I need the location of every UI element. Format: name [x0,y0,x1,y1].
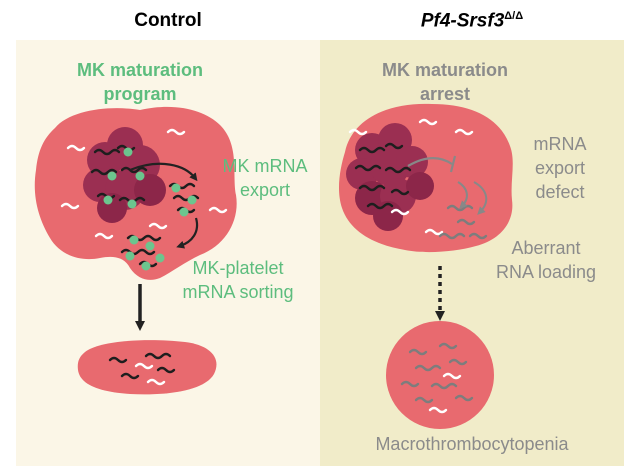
export-defect-line2: export [534,158,586,178]
mutant-nuclear-mrna [354,142,412,210]
grey-arrow-2 [473,181,488,215]
control-cytoplasm-rna [60,128,228,240]
macro-platelet-mrna [400,342,474,404]
program-title-line2: program [103,84,177,104]
aberrant-loading-line2: RNA loading [495,262,597,282]
platelet-mrna [108,352,176,380]
mutant-cytoplasm-rna [348,118,474,236]
inhibition-bar [449,155,457,173]
export-defect-line3: defect [535,182,585,202]
sorting-label: MK-platelet mRNA sorting [168,256,308,304]
platelet-white-rna [134,362,166,386]
program-title: MK maturation program [40,58,240,106]
blocked-export-arrow [407,157,453,167]
control-nuclear-dots [103,147,145,209]
sorting-label-line2: mRNA sorting [182,282,294,302]
program-title-line1: MK maturation [77,60,203,80]
export-defect-label: mRNA export defect [512,132,608,204]
export-label: MK mRNA export [210,154,320,202]
grey-arrow-1 [457,181,468,209]
sorting-label-line1: MK-platelet [192,258,284,278]
aberrant-loading-line1: Aberrant [511,238,581,258]
arrest-title-line1: MK maturation [382,60,508,80]
export-arrow [129,162,198,182]
control-header-text: Control [134,10,202,31]
arrest-title: MK maturation arrest [360,58,530,106]
export-defect-line1: mRNA [533,134,587,154]
sorting-arrow [176,217,199,249]
mutant-header-superscript: Δ/Δ [504,10,524,22]
mutant-header-text: Pf4-Srsf3 [420,10,505,32]
export-label-line1: MK mRNA [222,156,308,176]
macrothrombocytopenia-label: Macrothrombocytopenia [375,434,569,454]
control-header: Control [16,10,320,32]
mutant-header: Pf4-Srsf3Δ/Δ [320,10,624,32]
arrest-title-line2: arrest [419,84,471,104]
control-exported-dots [171,183,197,217]
macro-platelet-white-rna [428,372,462,414]
aberrant-loading-label: Aberrant RNA loading [476,236,616,284]
mutant-aberrant-mrna [438,204,488,240]
export-label-line2: export [239,180,291,200]
macro-platelet [386,321,494,429]
control-sorted-dots [125,235,165,271]
